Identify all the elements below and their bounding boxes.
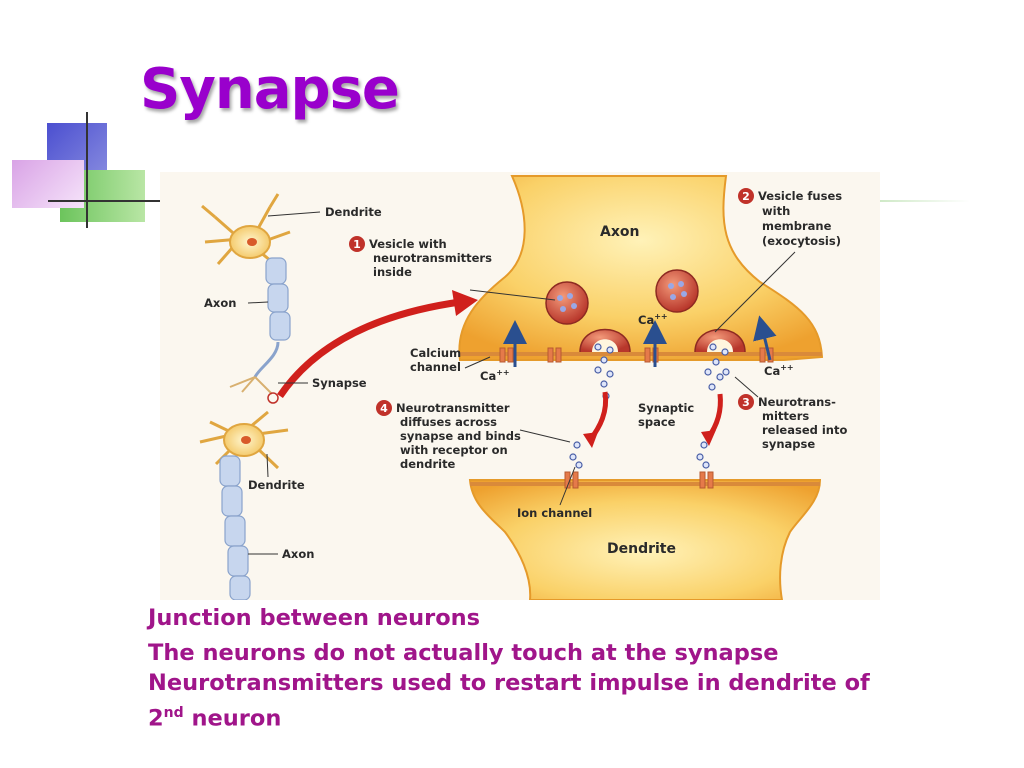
- svg-text:neurotransmitters: neurotransmitters: [373, 251, 492, 265]
- ion-channel-label: Ion channel: [517, 506, 592, 520]
- bullet-3: Neurotransmitters used to restart impuls…: [148, 670, 870, 732]
- left-neuron-illustration: [199, 193, 291, 601]
- decor-vertical-line: [86, 112, 88, 228]
- synapse-diagram: 1 2 3 4 Dendrite Axon Synapse Dendrite A…: [160, 172, 880, 601]
- svg-text:synapse and binds: synapse and binds: [400, 429, 521, 443]
- magnify-arrow: [277, 298, 461, 398]
- svg-text:Neurotrans-: Neurotrans-: [758, 395, 836, 409]
- svg-text:with: with: [762, 204, 790, 218]
- svg-text:Neurotransmitter: Neurotransmitter: [396, 401, 510, 415]
- ca-label-mid: Ca++: [638, 312, 668, 327]
- diffusion-arrowhead-2: [701, 430, 716, 446]
- svg-text:with receptor on: with receptor on: [400, 443, 508, 457]
- svg-text:1: 1: [353, 238, 361, 251]
- label-dendrite: Dendrite: [607, 541, 676, 557]
- label-synapse: Synapse: [312, 376, 367, 390]
- step-badge-2: 2: [738, 188, 754, 204]
- neurotransmitters-released: [569, 343, 730, 469]
- label-axon-bottom: Axon: [282, 547, 314, 561]
- label-axon: Axon: [600, 224, 639, 240]
- step2-text: Vesicle fuses with membrane (exocytosis): [758, 189, 842, 248]
- svg-text:3: 3: [742, 396, 750, 409]
- svg-text:Calcium: Calcium: [410, 346, 461, 360]
- step1-text: Vesicle with neurotransmitters inside: [369, 237, 492, 279]
- label-dendrite-top: Dendrite: [325, 205, 382, 219]
- svg-text:space: space: [638, 415, 676, 429]
- svg-text:dendrite: dendrite: [400, 457, 456, 471]
- label-dendrite-bottom: Dendrite: [248, 478, 305, 492]
- vesicle-2: [655, 269, 699, 313]
- svg-text:Ca++: Ca++: [480, 368, 510, 383]
- svg-text:2: 2: [742, 190, 750, 203]
- step-badge-1: 1: [349, 236, 365, 252]
- vesicle-1: [545, 281, 589, 325]
- step-badge-4: 4: [376, 400, 392, 416]
- calcium-arrow-3: [753, 315, 777, 361]
- decor-fade-line: [880, 200, 970, 202]
- calcium-channel-label: Calcium channel: [410, 346, 461, 374]
- leader-lines: [247, 211, 796, 555]
- decor-horizontal-line: [48, 200, 163, 202]
- svg-text:inside: inside: [373, 265, 412, 279]
- svg-text:(exocytosis): (exocytosis): [762, 234, 841, 248]
- bullet-1: Junction between neurons: [148, 605, 481, 631]
- ca-label-right: Ca++: [764, 363, 794, 378]
- synapse-diagram-svg: 1 2 3 4 Dendrite Axon Synapse Dendrite A…: [160, 172, 880, 601]
- ca-label-left: Ca++: [480, 368, 510, 383]
- label-axon-top: Axon: [204, 296, 236, 310]
- svg-text:Ca++: Ca++: [638, 312, 668, 327]
- svg-text:Synaptic: Synaptic: [638, 401, 694, 415]
- step-badge-3: 3: [738, 394, 754, 410]
- svg-text:synapse: synapse: [762, 437, 815, 451]
- svg-text:mitters: mitters: [762, 409, 809, 423]
- svg-text:Vesicle with: Vesicle with: [369, 237, 447, 251]
- svg-text:channel: channel: [410, 360, 461, 374]
- synaptic-space-label: Synaptic space: [638, 401, 694, 429]
- svg-text:diffuses across: diffuses across: [400, 415, 497, 429]
- svg-text:membrane: membrane: [762, 219, 832, 233]
- magnify-arrowhead: [452, 290, 478, 316]
- bullet-list: Junction between neurons The neurons do …: [148, 603, 888, 734]
- svg-text:4: 4: [380, 402, 388, 415]
- svg-text:Ca++: Ca++: [764, 363, 794, 378]
- svg-text:Vesicle fuses: Vesicle fuses: [758, 189, 842, 203]
- step3-text: Neurotrans- mitters released into synaps…: [758, 395, 847, 451]
- step4-text: Neurotransmitter diffuses across synapse…: [396, 401, 521, 471]
- diffusion-arrowhead-1: [583, 432, 598, 448]
- svg-text:released into: released into: [762, 423, 847, 437]
- slide-title: Synapse: [140, 57, 400, 122]
- bullet-2: The neurons do not actually touch at the…: [148, 640, 779, 666]
